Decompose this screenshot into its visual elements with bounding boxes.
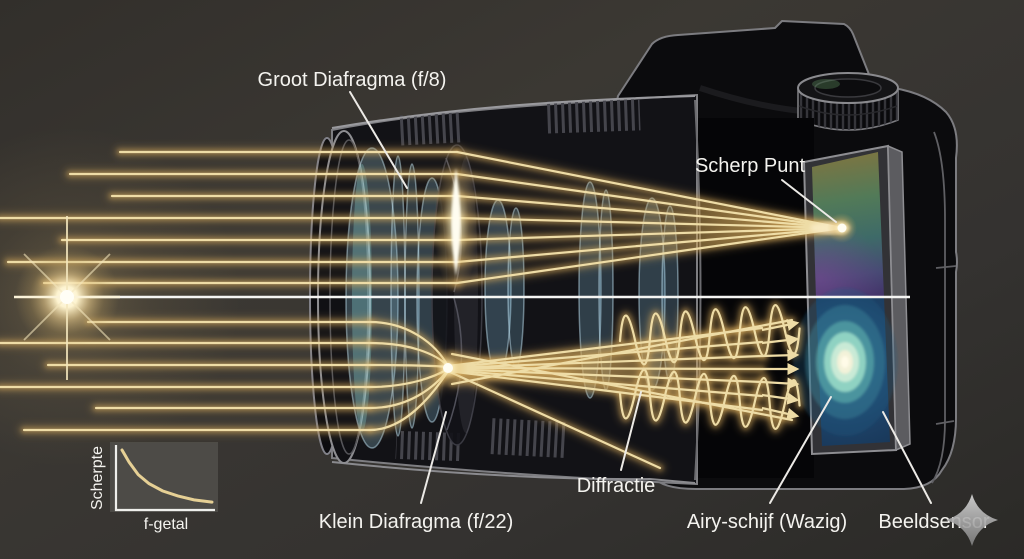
aperture-point-f22 (443, 363, 453, 373)
light-source (14, 216, 120, 380)
inset-chart: Scherpte f-getal (89, 442, 218, 533)
leader-diffractie (620, 391, 642, 471)
ray-arrows (761, 318, 800, 420)
leader-klein-diafragma (420, 411, 447, 504)
leader-lines (349, 91, 932, 504)
leader-beeldsensor (882, 411, 932, 504)
labels: Groot Diafragma (f/8) Scherp Punt Klein … (258, 69, 990, 533)
label-diffractie: Diffractie (577, 475, 656, 497)
label-groot-diafragma: Groot Diafragma (f/8) (258, 69, 447, 91)
mode-dial (797, 72, 899, 131)
inset-ylabel: Scherpte (89, 446, 106, 510)
leader-scherp-punt (781, 179, 837, 223)
label-klein-diafragma: Klein Diafragma (f/22) (319, 511, 514, 533)
lens-element (484, 199, 512, 377)
sharp-point (837, 223, 847, 233)
lens-mount (694, 99, 702, 481)
inset-xlabel: f-getal (144, 516, 188, 533)
sparkle-icon (946, 494, 998, 546)
inset-curve (120, 448, 214, 504)
aperture-slit-f8 (451, 168, 461, 276)
inset-axes (114, 445, 215, 512)
leader-groot-diafragma (349, 91, 408, 189)
label-scherp-punt: Scherp Punt (695, 155, 806, 177)
airy-disk (793, 288, 897, 436)
leader-airy-schijf (769, 396, 832, 504)
label-airy-schijf: Airy-schijf (Wazig) (687, 511, 847, 533)
